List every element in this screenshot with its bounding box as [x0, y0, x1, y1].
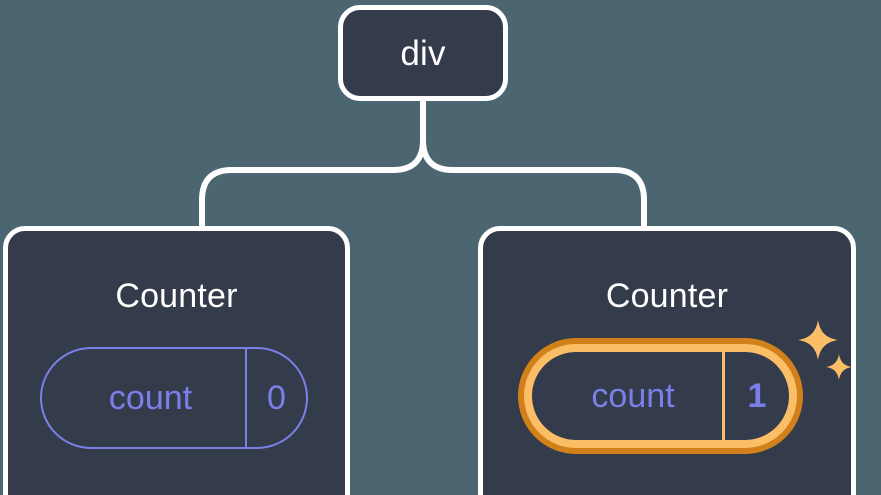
node-counter-right[interactable]: Counter	[478, 226, 856, 495]
state-pill-right-inner: count 1	[524, 344, 797, 448]
node-counter-right-title: Counter	[605, 277, 729, 315]
state-pill-count-left[interactable]: count 0	[40, 347, 308, 449]
sparkle-large-icon	[798, 320, 838, 360]
state-pill-count-right-highlighted[interactable]: count 1	[518, 338, 803, 454]
node-div-label: div	[400, 33, 446, 73]
state-pill-right-value: 1	[722, 352, 789, 440]
state-pill-left-value: 0	[245, 349, 306, 447]
node-counter-left-title: Counter	[115, 277, 238, 315]
state-pill-left-key: count	[108, 379, 193, 417]
sparkle-small-icon	[826, 354, 852, 380]
state-pill-right-key: count	[591, 377, 675, 415]
node-div[interactable]: div	[338, 5, 508, 101]
